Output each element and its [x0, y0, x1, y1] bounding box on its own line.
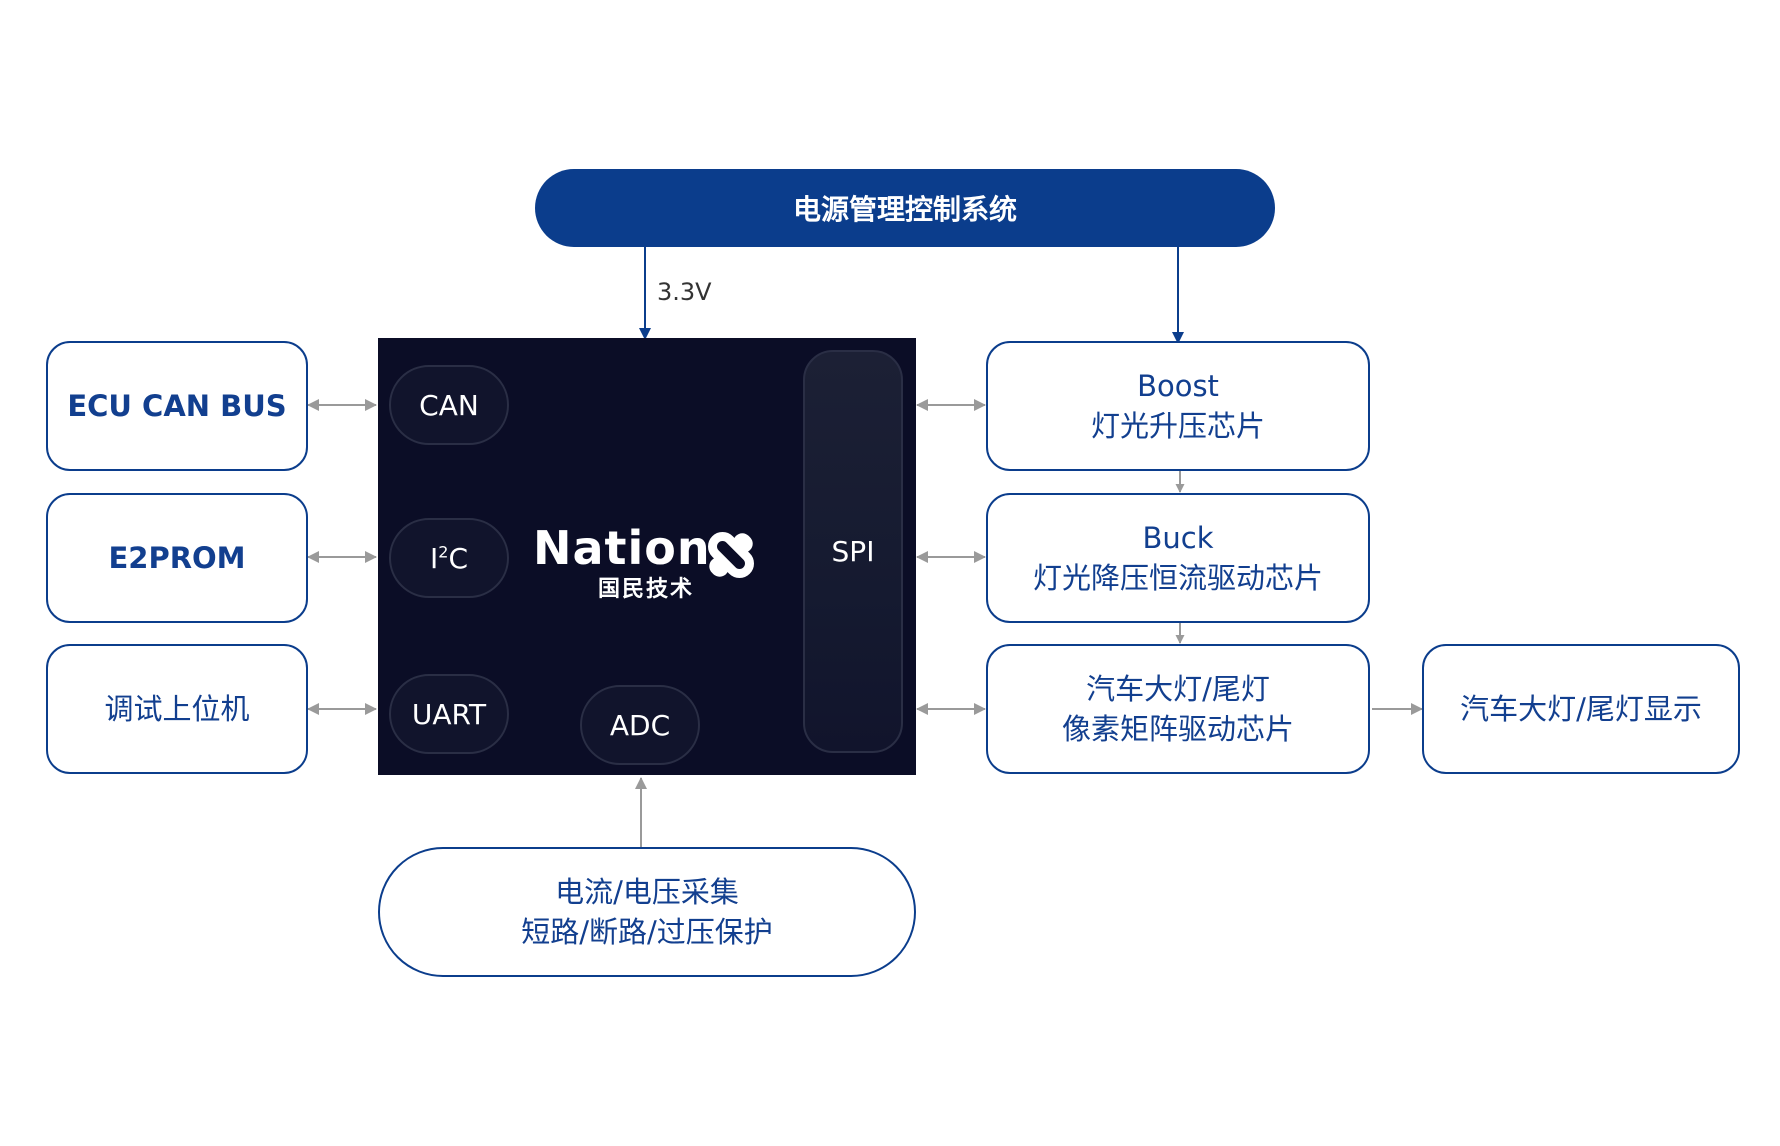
uart-port-label: UART [411, 697, 487, 731]
eeprom-label: E2PROM [108, 541, 246, 575]
matrix-title: 汽车大灯/尾灯 [1086, 672, 1270, 706]
power-management-system-box: 电源管理控制系统 [535, 169, 1275, 247]
headlight-display-box: 汽车大灯/尾灯显示 [1422, 644, 1740, 774]
protection-line: 短路/断路/过压保护 [521, 915, 773, 949]
nation-logo-icon [708, 532, 754, 578]
matrix-desc: 像素矩阵驱动芯片 [1061, 712, 1294, 746]
logo-chinese-name: 国民技术 [598, 577, 695, 602]
boost-desc: 灯光升压芯片 [1090, 409, 1265, 443]
boost-title: Boost [1137, 369, 1219, 403]
sensing-line: 电流/电压采集 [555, 875, 739, 909]
boost-chip-box: Boost 灯光升压芯片 [986, 341, 1370, 471]
spi-port: SPI [803, 350, 903, 753]
debug-host-box: 调试上位机 [46, 644, 308, 774]
adc-port-label: ADC [609, 708, 671, 742]
i2c-port-label: I2C [429, 541, 468, 575]
can-port: CAN [389, 365, 509, 445]
buck-title: Buck [1142, 521, 1214, 555]
i2c-port: I2C [389, 518, 509, 598]
spi-port-label: SPI [831, 535, 875, 568]
eeprom-box: E2PROM [46, 493, 308, 623]
buck-desc: 灯光降压恒流驱动芯片 [1032, 561, 1323, 595]
can-port-label: CAN [419, 388, 479, 422]
ecu-can-bus-box: ECU CAN BUS [46, 341, 308, 471]
ecu-can-bus-label: ECU CAN BUS [67, 389, 287, 423]
pixel-matrix-driver-box: 汽车大灯/尾灯 像素矩阵驱动芯片 [986, 644, 1370, 774]
buck-chip-box: Buck 灯光降压恒流驱动芯片 [986, 493, 1370, 623]
debug-host-label: 调试上位机 [104, 692, 250, 726]
logo-wordmark: Nation [533, 521, 711, 575]
power-management-title: 电源管理控制系统 [792, 193, 1017, 226]
mcu-chip: CAN I2C UART ADC SPI Nation 国民技术 [378, 338, 916, 775]
adc-port: ADC [580, 685, 700, 765]
headlight-display-label: 汽车大灯/尾灯显示 [1460, 692, 1702, 726]
uart-port: UART [389, 674, 509, 754]
nation-logo: Nation [533, 521, 711, 581]
voltage-label: 3.3V [657, 278, 712, 306]
sensing-protection-box: 电流/电压采集 短路/断路/过压保护 [378, 847, 916, 977]
